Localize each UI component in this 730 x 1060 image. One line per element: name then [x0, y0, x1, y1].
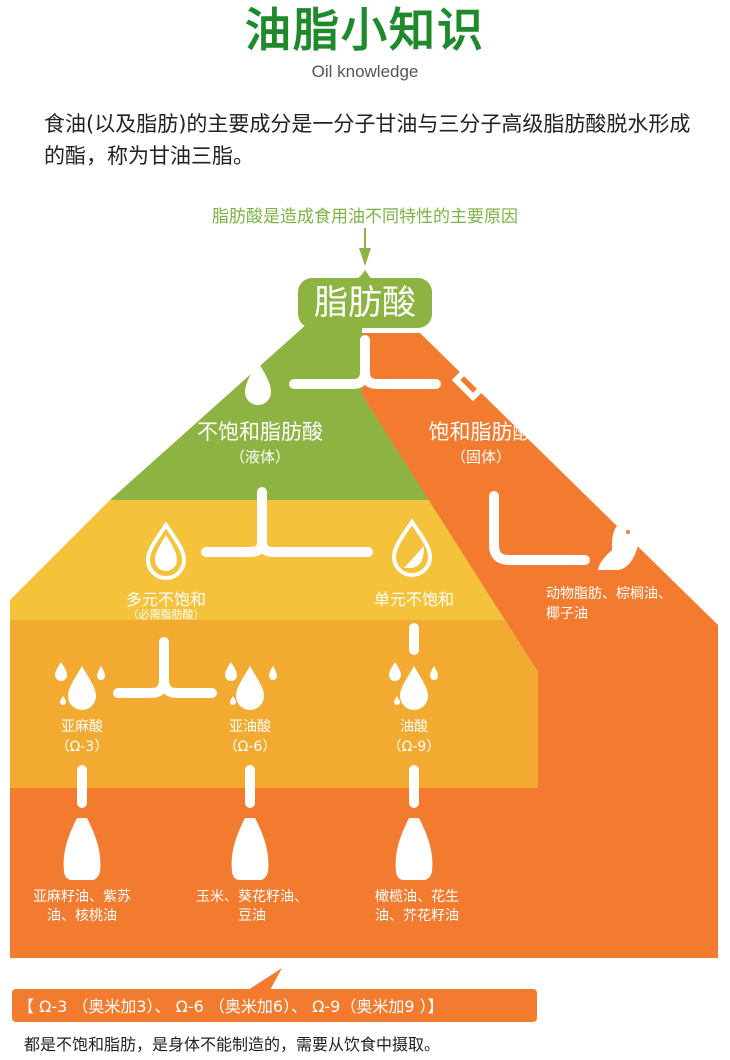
oil-bottle-icon — [63, 818, 101, 880]
down-arrow-icon — [359, 228, 371, 266]
root-bubble — [298, 270, 432, 328]
cube-icon — [451, 358, 495, 402]
oil-sources: 玉米、葵花籽油、豆油 — [196, 889, 308, 924]
half-droplet-icon — [391, 518, 433, 577]
poly-note: （必需脂肪酸） — [127, 608, 205, 621]
callout-tail — [248, 968, 282, 990]
acid-name: 亚麻酸 — [61, 719, 103, 735]
unsaturated-state: （液体） — [229, 448, 290, 466]
acid-code: （Ω-9） — [387, 739, 441, 755]
omega-callout — [12, 989, 537, 1022]
poly-label: 多元不饱和 — [125, 590, 206, 609]
oil-bottle-icon — [231, 818, 269, 880]
acid-name: 油酸 — [400, 719, 428, 735]
oil-sources: 亚麻籽油、紫苏油、核桃油 — [33, 889, 131, 924]
acid-code: （Ω-3） — [55, 739, 109, 755]
connector-lines — [77, 335, 590, 808]
page-title: 油脂小知识 — [245, 3, 485, 57]
full-droplet-icon — [145, 521, 187, 580]
cause-note: 脂肪酸是造成食用油不同特性的主要原因 — [212, 207, 518, 227]
droplets-icon-omega9 — [389, 662, 438, 710]
mono-label: 单元不饱和 — [373, 590, 454, 609]
oil-sources: 橄榄油、花生油、芥花籽油 — [375, 889, 459, 924]
saturated-sources: 动物脂肪、棕榈油、椰子油 — [546, 586, 672, 622]
omega-callout-text: 【 Ω-3 （奥米加3）、 Ω-6 （奥米加6）、 Ω-9（奥米加9 ）】 — [18, 997, 444, 1016]
saturated-state: （固体） — [450, 448, 511, 466]
poly-mono-band — [10, 500, 505, 620]
oil-droplets — [55, 662, 438, 710]
droplets-icon-omega6 — [225, 662, 277, 710]
bird-leaf-icon — [598, 523, 646, 570]
acids-band — [10, 620, 538, 788]
acid-code: （Ω-6） — [223, 739, 277, 755]
page-subtitle: Oil knowledge — [311, 62, 419, 81]
saturated-band — [10, 333, 718, 958]
oil-bottle-icon — [395, 818, 433, 880]
footer-note: 都是不饱和脂肪，是身体不能制造的，需要从饮食中摄取。 — [24, 1035, 441, 1054]
root-label: 脂肪酸 — [314, 283, 416, 323]
droplets-icon-omega3 — [55, 662, 105, 710]
saturated-label: 饱和脂肪酸 — [428, 420, 534, 444]
intro-text: 食油(以及脂肪)的主要成分是一分子甘油与三分子高级脂肪酸脱水形成的酯，称为甘油三… — [44, 112, 691, 168]
unsaturated-label: 不饱和脂肪酸 — [197, 420, 323, 444]
acid-name: 亚油酸 — [229, 719, 271, 735]
droplet-icon — [245, 362, 271, 405]
